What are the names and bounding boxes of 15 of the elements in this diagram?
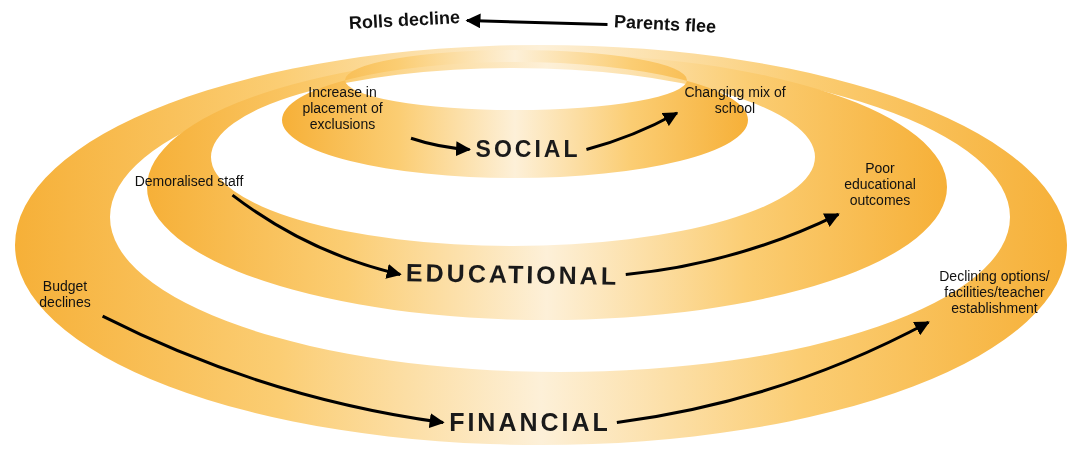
rolls-label: Rolls decline — [349, 7, 461, 34]
parents-label: Parents flee — [613, 11, 717, 38]
arrow — [465, 13, 608, 29]
effect-label: Poor educational outcomes — [843, 160, 917, 209]
cause-label: Increase in placement of exclusions — [301, 84, 384, 133]
arrow — [586, 111, 679, 151]
ring-label: SOCIAL — [475, 136, 581, 163]
arrow — [410, 136, 472, 157]
arrow — [616, 320, 930, 424]
cause-label: Budget declines — [38, 278, 92, 311]
arrow — [625, 212, 840, 276]
arrow — [101, 314, 445, 428]
ring-label: EDUCATIONAL — [406, 258, 620, 291]
ring-label: FINANCIAL — [449, 408, 611, 437]
arrow — [231, 193, 402, 279]
